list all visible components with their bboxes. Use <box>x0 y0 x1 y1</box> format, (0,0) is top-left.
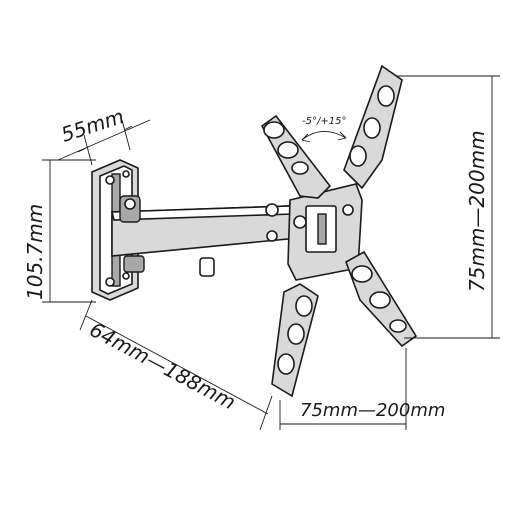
dimension-wall-plate-height: 105.7mm <box>23 159 96 303</box>
tilt-range-label: -5°/+15° <box>302 116 346 127</box>
dimension-vesa-horizontal: 75mm—200mm <box>279 348 445 430</box>
vesa-horizontal-label: 75mm—200mm <box>300 400 445 421</box>
tilt-indicator: -5°/+15° <box>301 116 346 143</box>
dimension-vesa-vertical: 75mm—200mm <box>396 75 500 339</box>
dimension-wall-plate-width: 55mm <box>57 104 151 166</box>
wall-plate-width-label: 55mm <box>58 104 127 147</box>
vesa-arm-upper-right <box>343 64 403 190</box>
arm-extension-label: 64mm—188mm <box>86 317 240 414</box>
vesa-vertical-label: 75mm—200mm <box>465 130 489 292</box>
extension-arm <box>110 195 300 277</box>
dimension-arm-extension: 64mm—188mm <box>79 299 273 431</box>
vesa-arm-lower-right <box>345 250 418 348</box>
vesa-bracket-center <box>287 183 363 281</box>
vesa-arm-lower-left <box>271 283 319 398</box>
vesa-arm-upper-left <box>260 114 332 199</box>
wall-plate-height-label: 105.7mm <box>23 204 47 300</box>
